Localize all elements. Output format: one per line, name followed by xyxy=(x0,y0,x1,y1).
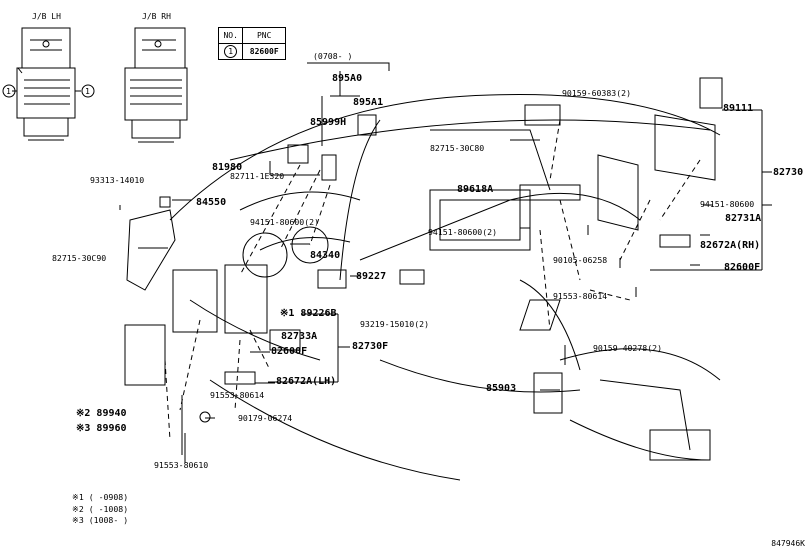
part-85999H: 85999H xyxy=(310,117,347,128)
part-90179-06274: 90179-06274 xyxy=(238,413,293,423)
junction-box-rh xyxy=(124,27,188,143)
part-94151-80600-a: 94151-80600(2) xyxy=(250,217,320,227)
pnc-table-row-no: 1 xyxy=(224,45,238,58)
pnc-table-header-pnc: PNC xyxy=(242,27,286,44)
part-81980: 81980 xyxy=(212,162,243,173)
footnotes: ※1 ( -0908) ※2 ( -1008) ※3 (1008- ) xyxy=(72,492,128,527)
part-82600F-right: 82600F xyxy=(724,262,761,273)
part-93313-14010: 93313-14010 xyxy=(90,175,145,185)
callout-marker-right: 1 xyxy=(85,86,90,96)
footnote-3: ※3 (1008- ) xyxy=(72,515,129,525)
footnote-2: ※2 ( -1008) xyxy=(72,503,129,514)
part-82731A: 82731A xyxy=(725,213,762,224)
diagram-code: 847946K xyxy=(771,539,805,548)
part-82715-30C90: 82715-30C90 xyxy=(52,253,107,263)
part-94151-80600-b: 94151-80600 xyxy=(700,199,755,209)
part-82715-30C80: 82715-30C80 xyxy=(430,143,485,153)
part-82672A-RH: 82672A(RH) xyxy=(700,240,761,251)
part-90159-60383: 90159-60383(2) xyxy=(562,88,632,98)
part-91553-80614-right: 91553-80614 xyxy=(553,291,608,301)
pnc-table-row-pnc: 82600F xyxy=(242,43,286,60)
part-82672A-LH: 82672A(LH) xyxy=(276,376,337,387)
part-93219-15010: 93219-15010(2) xyxy=(360,319,430,329)
part-82733A: 82733A xyxy=(281,331,318,342)
part-82711-1E320: 82711-1E320 xyxy=(230,171,285,181)
part-82730: 82730 xyxy=(773,167,804,178)
part-84550: 84550 xyxy=(196,197,227,208)
part-84340: 84340 xyxy=(310,250,341,261)
junction-box-lh-label: J/B LH xyxy=(32,12,61,21)
junction-box-rh-label: J/B RH xyxy=(142,12,171,21)
part-90105-06258: 90105-06258 xyxy=(553,255,608,265)
part-895A0: 895A0 xyxy=(332,73,363,84)
footnote-1: ※1 ( -0908) xyxy=(72,492,129,502)
part-89227: 89227 xyxy=(356,271,387,282)
part-91553-80610: 91553-80610 xyxy=(154,460,209,470)
part-89618A: 89618A xyxy=(457,184,494,195)
part-89940: ※2 89940 xyxy=(76,408,127,419)
bracket-date: (0708- ) xyxy=(313,51,353,61)
part-89111: 89111 xyxy=(723,103,754,114)
part-94151-80600-c: 94151-80600(2) xyxy=(428,227,498,237)
pnc-table-header-no: NO. xyxy=(217,27,244,44)
junction-box-lh xyxy=(16,27,76,141)
part-82600F-left: 82600F xyxy=(271,346,308,357)
pnc-table: NO. PNC 1 82600F xyxy=(217,27,286,60)
part-89960: ※3 89960 xyxy=(76,423,127,434)
callout-marker-left: 1 xyxy=(6,86,11,96)
part-85903: 85903 xyxy=(486,383,517,394)
part-82730F: 82730F xyxy=(352,341,389,352)
part-89226B: ※1 89226B xyxy=(280,308,337,319)
part-895A1: 895A1 xyxy=(353,97,384,108)
part-90159-40278: 90159-40278(2) xyxy=(593,343,663,353)
part-91553-80614-left: 91553-80614 xyxy=(210,390,265,400)
